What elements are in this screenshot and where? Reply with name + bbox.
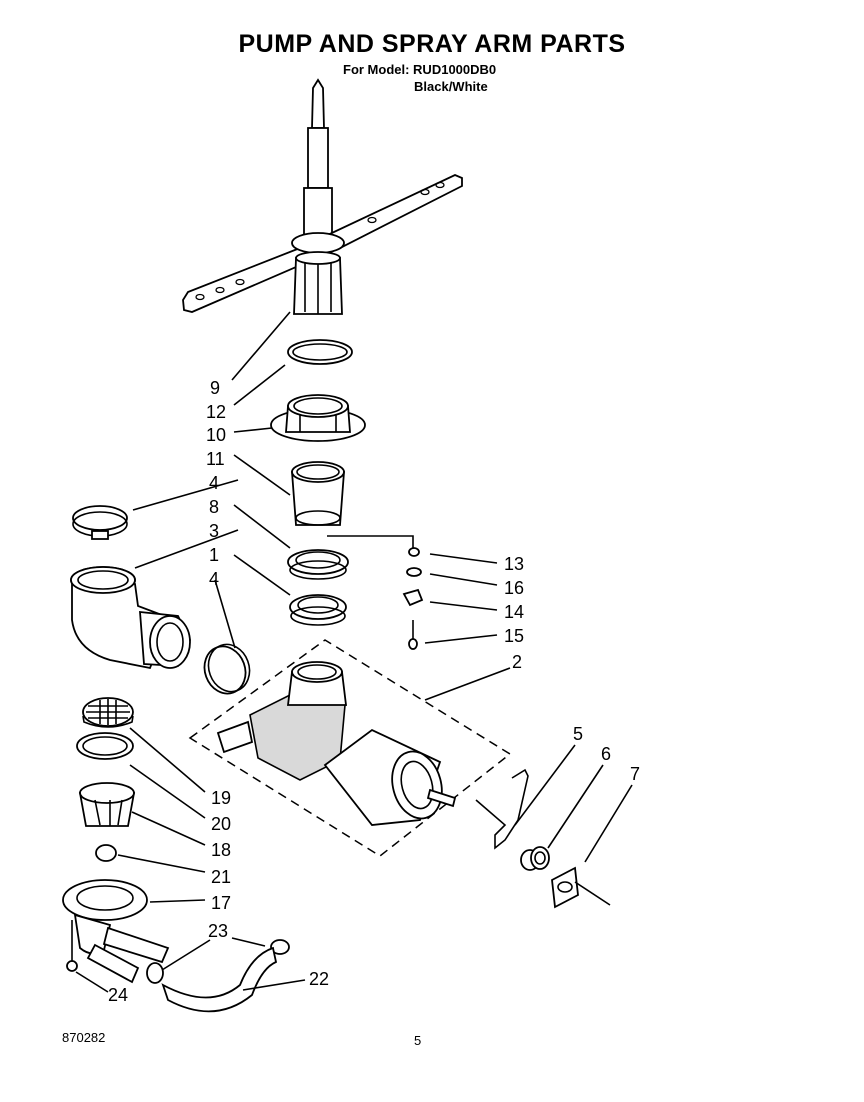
callout-2: 2 (512, 652, 522, 672)
part-3-hose (70, 566, 191, 670)
model-line: For Model: RUD1000DB0 (343, 62, 497, 77)
callout-10: 10 (206, 425, 226, 445)
part-22-hose (161, 946, 278, 1013)
part-10-retainer (270, 394, 366, 442)
part-1-seal (289, 594, 347, 626)
document-number: 870282 (62, 1030, 106, 1045)
part-12-ring (287, 339, 353, 365)
callout-6: 6 (601, 744, 611, 764)
callout-numbers: 9 12 10 11 4 8 3 1 4 13 16 14 15 2 5 6 7… (108, 378, 640, 1005)
callout-14: 14 (504, 602, 524, 622)
callout-7: 7 (630, 764, 640, 784)
callout-8: 8 (209, 497, 219, 517)
callout-11: 11 (206, 449, 225, 469)
callout-13: 13 (504, 554, 524, 574)
part-21-ball (95, 844, 117, 862)
callout-3: 3 (209, 521, 219, 541)
part-24-screw (66, 920, 78, 972)
part-5-clip (475, 768, 529, 850)
callout-24: 24 (108, 985, 128, 1005)
color-line: Black/White (414, 79, 488, 94)
callout-15: 15 (504, 626, 524, 646)
part-23-clamps (146, 939, 290, 984)
callout-4-top: 4 (209, 473, 219, 493)
page-title: PUMP AND SPRAY ARM PARTS (238, 30, 626, 58)
callout-20: 20 (211, 814, 231, 834)
part-11-sleeve (291, 461, 345, 526)
callout-4-lower: 4 (209, 569, 219, 589)
part-4-clamp-lower (203, 643, 251, 695)
part-6-bushing (520, 846, 550, 871)
part-18-cup (78, 782, 136, 827)
part-19-grate (82, 697, 134, 728)
callout-18: 18 (211, 840, 231, 860)
callout-23: 23 (208, 921, 228, 941)
parts-13-16-14-15 (327, 535, 424, 650)
page-number: 5 (414, 1033, 422, 1048)
callout-5: 5 (573, 724, 583, 744)
callout-21: 21 (211, 867, 231, 887)
callout-12: 12 (206, 402, 226, 422)
callout-16: 16 (504, 578, 524, 598)
part-4-clamp-top (72, 505, 128, 540)
part-7-gasket (551, 866, 611, 909)
part-17-housing (62, 879, 170, 984)
callout-9: 9 (210, 378, 220, 398)
spray-arm-assembly (182, 78, 463, 315)
part-2-pump-motor (188, 639, 512, 857)
callout-17: 17 (211, 893, 231, 913)
part-8-seal (287, 549, 349, 580)
callout-1: 1 (209, 545, 219, 565)
callout-19: 19 (211, 788, 231, 808)
callout-22: 22 (309, 969, 329, 989)
leader-lines (75, 311, 633, 993)
part-20-ring (76, 732, 134, 760)
